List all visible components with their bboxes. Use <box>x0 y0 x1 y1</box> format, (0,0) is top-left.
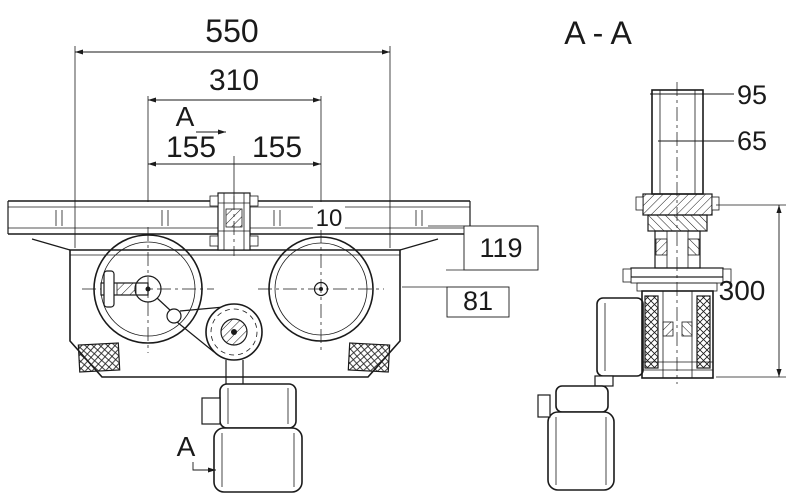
dim-300: 300 <box>716 204 786 378</box>
terminal-box-side <box>537 394 551 418</box>
dim-155-right-label: 155 <box>252 131 302 164</box>
right-wheel <box>258 229 384 351</box>
spacer-section <box>654 230 701 269</box>
wheel-rim-section-right <box>696 295 711 369</box>
beam-joint-ticks <box>55 210 423 226</box>
dim-81-label: 81 <box>463 286 493 316</box>
drive-gear <box>156 297 263 361</box>
dim-550-label: 550 <box>205 13 258 49</box>
hanger-bolt <box>209 235 219 247</box>
motor-front <box>201 360 303 493</box>
dim-81: 81 <box>402 286 510 318</box>
dim-119-label: 119 <box>479 233 522 263</box>
motor-body <box>213 427 303 493</box>
motor-cap-side <box>555 385 609 413</box>
motor-body-side <box>547 411 615 491</box>
right-wheel-rim <box>268 236 374 342</box>
section-cut-top: A <box>176 101 226 135</box>
dim-550: 550 <box>74 13 391 248</box>
dim-65: 65 <box>658 126 767 156</box>
section-view: A - A <box>537 15 786 491</box>
dim-310-label: 310 <box>209 64 259 97</box>
top-bearing-block <box>635 193 720 232</box>
dim-155-left-label: 155 <box>166 131 216 164</box>
dim-300-label: 300 <box>719 275 766 306</box>
buffer-pad-left <box>77 342 121 373</box>
section-dimensions: 95 65 300 <box>650 80 786 378</box>
front-dimensions: 550 310 155 155 10 <box>74 13 539 473</box>
gearbox-housing <box>219 383 297 429</box>
shaft-bearing <box>662 321 674 337</box>
dim-10-label: 10 <box>316 205 343 232</box>
dim-310: 310 <box>147 64 322 202</box>
link-pivot <box>166 308 182 324</box>
front-view: 550 310 155 155 10 <box>7 13 539 493</box>
wheel-rim-section-left <box>644 295 659 369</box>
beam-clamp-right <box>399 238 439 251</box>
left-wheel-hub <box>134 275 162 303</box>
left-wheel-rim <box>93 234 203 344</box>
dim-119: 119 <box>428 225 539 271</box>
section-arrow-bottom <box>192 462 216 473</box>
shaft-bearing <box>681 321 693 337</box>
buffer-pad-right <box>347 342 391 373</box>
dim-95-label: 95 <box>737 80 767 110</box>
gearbox-side <box>596 297 644 377</box>
dim-10: 10 <box>313 204 345 232</box>
beam-clamp-left <box>31 238 71 251</box>
flange-bolt <box>622 268 632 283</box>
rail-post <box>651 89 704 195</box>
dim-95: 95 <box>650 80 767 110</box>
dim-65-label: 65 <box>737 126 767 156</box>
right-wheel-hub <box>313 281 329 297</box>
hanger-bolt <box>249 195 259 207</box>
axle-pin <box>103 270 115 308</box>
section-cut-bottom: A <box>177 431 216 473</box>
trolley-frame <box>69 249 401 378</box>
section-label-a-top: A <box>176 101 195 132</box>
wheel-section <box>641 290 714 379</box>
motor-side <box>537 375 615 491</box>
left-wheel <box>82 227 214 353</box>
terminal-box <box>201 397 221 425</box>
flange-bolt <box>722 268 732 283</box>
dim-155-155: 155 155 <box>148 131 321 202</box>
section-view-title: A - A <box>564 15 632 51</box>
hanger-bolt <box>209 195 219 207</box>
section-label-a-bottom: A <box>177 431 196 462</box>
hanger-bolt <box>249 235 259 247</box>
